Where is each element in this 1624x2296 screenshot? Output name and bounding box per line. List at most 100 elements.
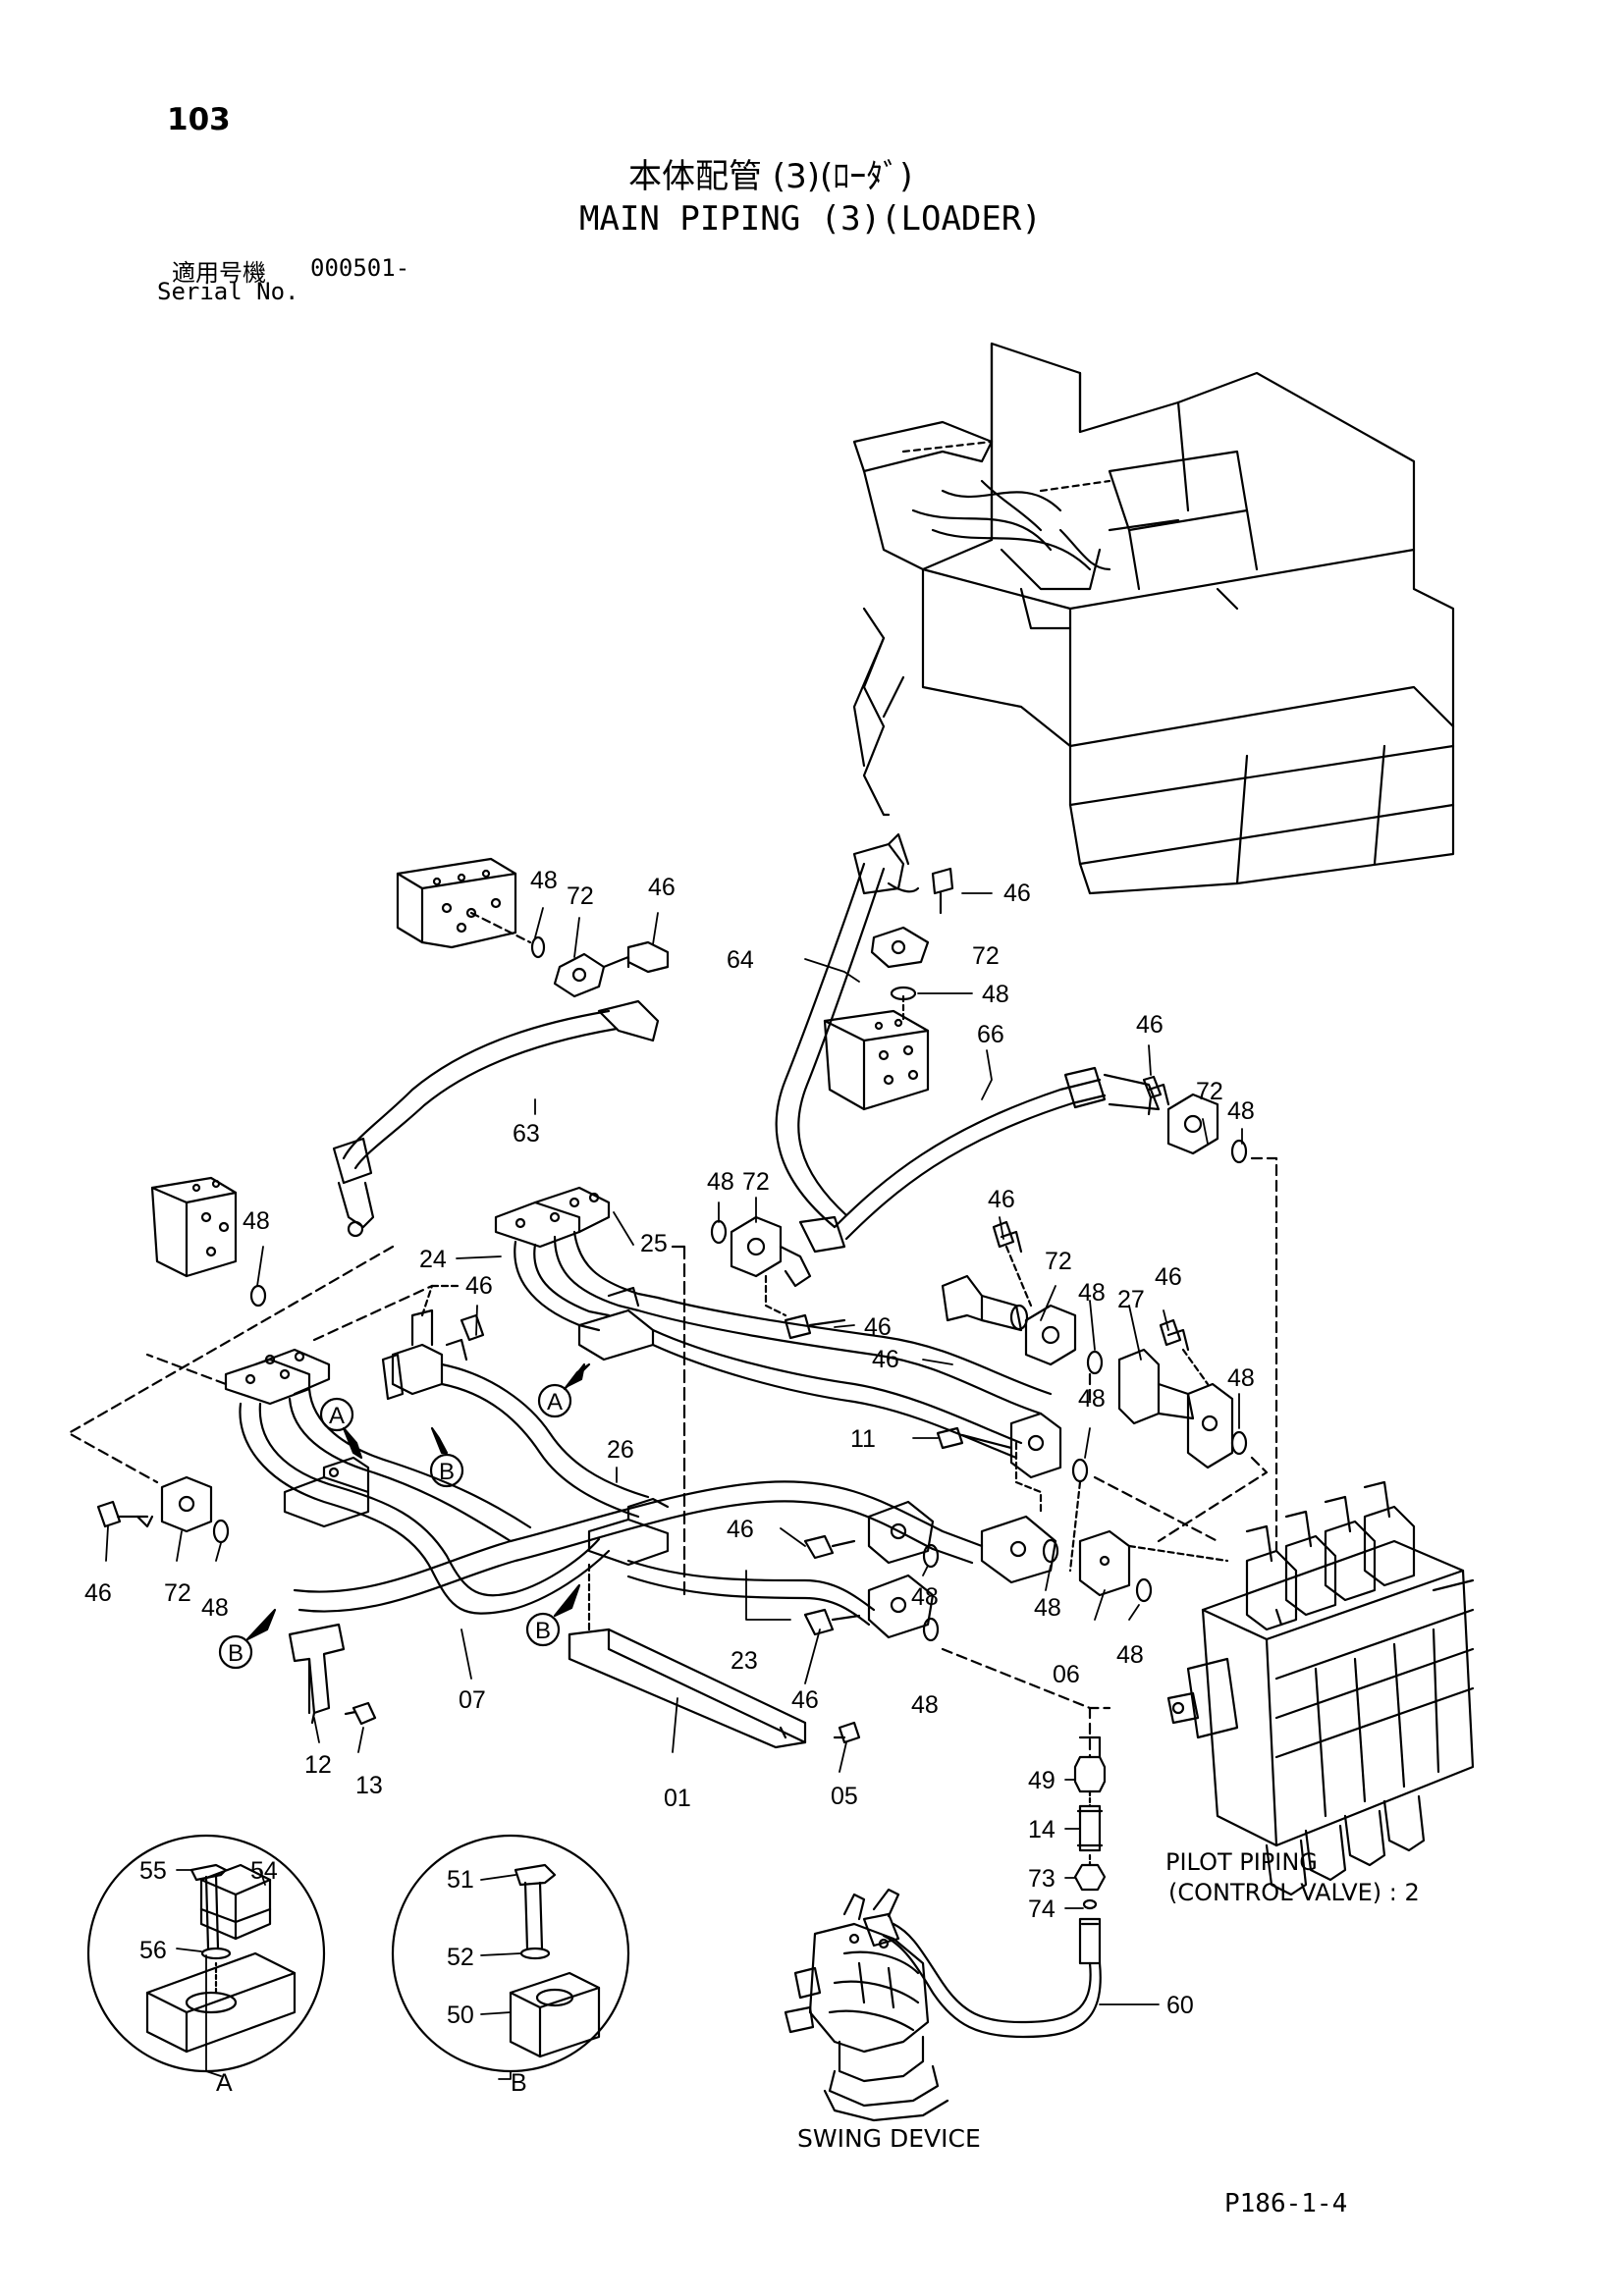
part-label: 46 [872, 1346, 899, 1373]
title-japanese: 本体配管 (3)(ﾛｰﾀﾞ) [628, 157, 913, 196]
part-label: 48 [1227, 1364, 1255, 1392]
detail-circle-b [391, 1834, 630, 2073]
part-label: 60 [1166, 1992, 1194, 2019]
part-label: 48 [911, 1583, 939, 1611]
part-label: 14 [1028, 1816, 1056, 1843]
svg-text:A: A [329, 1403, 345, 1429]
part-label: 74 [1028, 1896, 1056, 1923]
part-label: 72 [1045, 1248, 1072, 1275]
part-label: 73 [1028, 1865, 1056, 1893]
part-label: 72 [1196, 1078, 1223, 1105]
part-label: 48 [1078, 1279, 1106, 1307]
part-label: 48 [982, 981, 1009, 1008]
part-label: 48 [530, 867, 558, 894]
part-label: 72 [164, 1579, 191, 1607]
hose-64 [775, 832, 954, 1229]
part-label: 66 [977, 1021, 1004, 1048]
valve-block-middle [823, 994, 930, 1111]
pilot-fittings [1073, 1735, 1107, 1910]
hose-centre-right [941, 1220, 1104, 1375]
part-label: 63 [513, 1120, 540, 1148]
svg-text:A: A [547, 1389, 563, 1415]
part-label: 26 [607, 1436, 634, 1464]
part-label: 46 [1155, 1263, 1182, 1291]
part-label: 52 [447, 1944, 474, 1971]
part-label: 48 [707, 1168, 734, 1196]
part-number-labels: 48 72 46 63 48 46 64 72 48 66 46 72 48 4… [84, 867, 1255, 2097]
serial-label-english: Serial No. [157, 278, 299, 305]
leader-lines-control-valve [941, 1156, 1278, 1759]
part-label: 48 [1034, 1594, 1061, 1622]
part-label: 06 [1053, 1661, 1080, 1688]
part-label: 24 [419, 1246, 447, 1273]
title-english: MAIN PIPING (3)(LOADER) [579, 199, 1042, 239]
flange-72-left [96, 1475, 230, 1544]
valve-block-upper-left [396, 857, 532, 949]
control-valve-assembly [1166, 1480, 1475, 1896]
part-label: 51 [447, 1866, 474, 1894]
flange-72-right [1142, 1075, 1248, 1164]
leader-lines-left [67, 1245, 434, 1484]
svg-text:B: B [535, 1618, 551, 1644]
part-label: 55 [139, 1857, 167, 1885]
hose-60 [862, 1912, 1102, 2039]
hose-63 [332, 999, 660, 1238]
part-label: 46 [988, 1186, 1015, 1213]
detail-label-b: B [511, 2069, 527, 2097]
section-marker-a-2: A [537, 1362, 591, 1418]
serial-label-japanese: 適用号機 [172, 259, 266, 287]
part-label: 11 [850, 1425, 876, 1453]
part-label: 50 [447, 2002, 474, 2029]
swing-device [784, 1888, 949, 2122]
svg-text:B: B [439, 1459, 455, 1485]
section-marker-b-3: B [525, 1583, 581, 1647]
part-label: 46 [84, 1579, 112, 1607]
part-label: 54 [250, 1857, 278, 1885]
part-06 [1042, 1529, 1229, 1603]
page-number: 103 [167, 102, 231, 137]
part-label: 49 [1028, 1767, 1056, 1794]
part-label: 56 [139, 1937, 167, 1964]
flange-72-upper [530, 935, 670, 998]
part-label: 48 [1078, 1385, 1106, 1413]
pilot-piping-label-line2: (CONTROL VALVE) : 2 [1168, 1879, 1420, 1906]
part-label: 72 [972, 942, 1000, 970]
valve-block-left [150, 1176, 267, 1308]
part-label: 13 [355, 1772, 383, 1799]
part-label: 48 [911, 1691, 939, 1719]
clamp-b-left [381, 1284, 650, 1519]
part-label: 25 [640, 1230, 668, 1257]
section-marker-b-1: B [429, 1426, 464, 1488]
part-label: 48 [1116, 1641, 1144, 1669]
part-label: 46 [465, 1272, 493, 1300]
hose-66 [798, 1066, 1161, 1254]
section-marker-a-1: A [319, 1397, 363, 1460]
part-label: 64 [727, 946, 754, 974]
detail-label-a: A [216, 2069, 233, 2097]
part-label: 46 [1136, 1011, 1164, 1039]
part-label: 12 [304, 1751, 332, 1779]
pipe-24-25 [494, 1186, 1053, 1460]
part-label: 72 [742, 1168, 770, 1196]
machine-upper-structure [852, 342, 1455, 895]
part-label: 27 [1117, 1286, 1145, 1313]
flange-72-middle [710, 1215, 846, 1340]
pipe-23-flange [626, 1500, 940, 1642]
part-label: 72 [567, 882, 594, 910]
bolt-11-flange [936, 1412, 1089, 1573]
section-marker-b-2: B [218, 1608, 277, 1670]
part-label: 46 [864, 1313, 892, 1341]
swing-device-label: SWING DEVICE [797, 2124, 981, 2153]
part-label: 46 [791, 1686, 819, 1714]
part-leaders [105, 892, 1243, 2080]
part-label: 48 [201, 1594, 229, 1622]
section-markers: A A B B B [218, 1362, 591, 1670]
part-label: 23 [731, 1647, 758, 1675]
part-label: 46 [1003, 880, 1031, 907]
pipe-26 [293, 1480, 1057, 1613]
part-label: 07 [459, 1686, 486, 1714]
part-label: 48 [243, 1207, 270, 1235]
part-label: 05 [831, 1783, 858, 1810]
bar-01 [568, 1559, 861, 1749]
pipe-07 [224, 1348, 670, 1615]
